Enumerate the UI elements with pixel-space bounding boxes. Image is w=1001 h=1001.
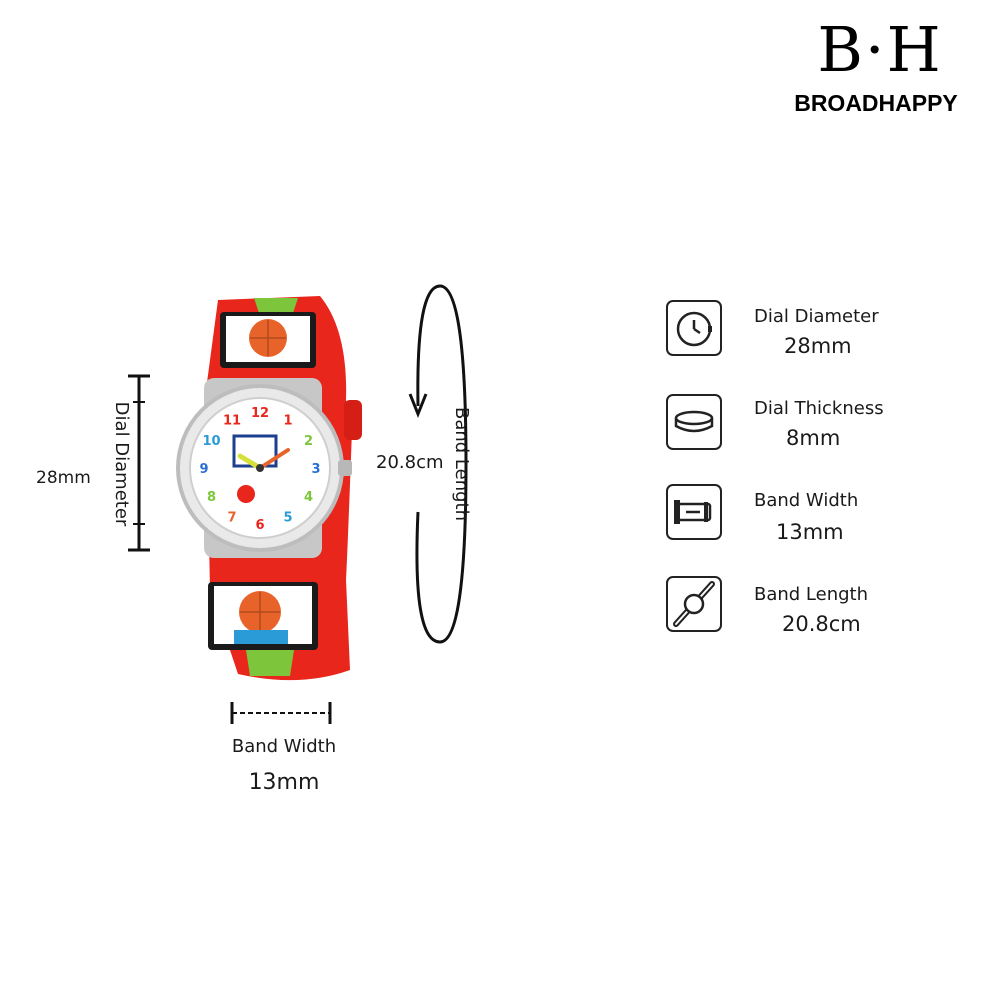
band-width-bracket — [230, 702, 332, 724]
dial-number: 2 — [304, 434, 313, 449]
spec-value-band-width: 13mm — [776, 520, 844, 544]
spec-label-dial-thickness: Dial Thickness — [754, 398, 884, 419]
spec-label-dial-diameter: Dial Diameter — [754, 306, 879, 327]
brand-logo-mark: B·H — [817, 13, 943, 86]
dial-number: 3 — [311, 462, 320, 477]
band-width-label: Band Width — [231, 736, 337, 757]
dial-number: 11 — [223, 414, 241, 429]
spec-label-band-width: Band Width — [754, 490, 859, 511]
spec-value-dial-diameter: 28mm — [784, 334, 852, 358]
spec-value-band-length: 20.8cm — [782, 612, 861, 636]
dial-diameter-label: Dial Diameter — [111, 401, 132, 527]
dial-diameter-value: 28mm — [36, 468, 91, 488]
band-width-value: 13mm — [248, 770, 320, 795]
dial-number: 9 — [199, 462, 208, 477]
watch-face-icon — [666, 300, 722, 356]
band-length-arrow — [408, 284, 468, 644]
dial-number: 6 — [255, 518, 264, 533]
dial-number: 7 — [227, 511, 236, 526]
dial-number: 1 — [283, 414, 292, 429]
dial-number: 5 — [283, 511, 292, 526]
band-length-value: 20.8cm — [376, 452, 444, 473]
dial-diameter-bracket — [128, 374, 150, 552]
spec-label-band-length: Band Length — [754, 584, 869, 605]
brand-name: BROADHAPPY — [794, 90, 958, 116]
band-length-vertical-label: Band Length — [451, 406, 472, 522]
band-length-icon — [666, 576, 722, 632]
dial-number: 12 — [251, 406, 269, 421]
spec-value-dial-thickness: 8mm — [786, 426, 841, 450]
dial-number: 8 — [207, 490, 216, 505]
dial-thickness-icon — [666, 394, 722, 450]
dial-number: 4 — [304, 490, 313, 505]
band-buckle-icon — [666, 484, 722, 540]
dial-number: 10 — [202, 434, 220, 449]
